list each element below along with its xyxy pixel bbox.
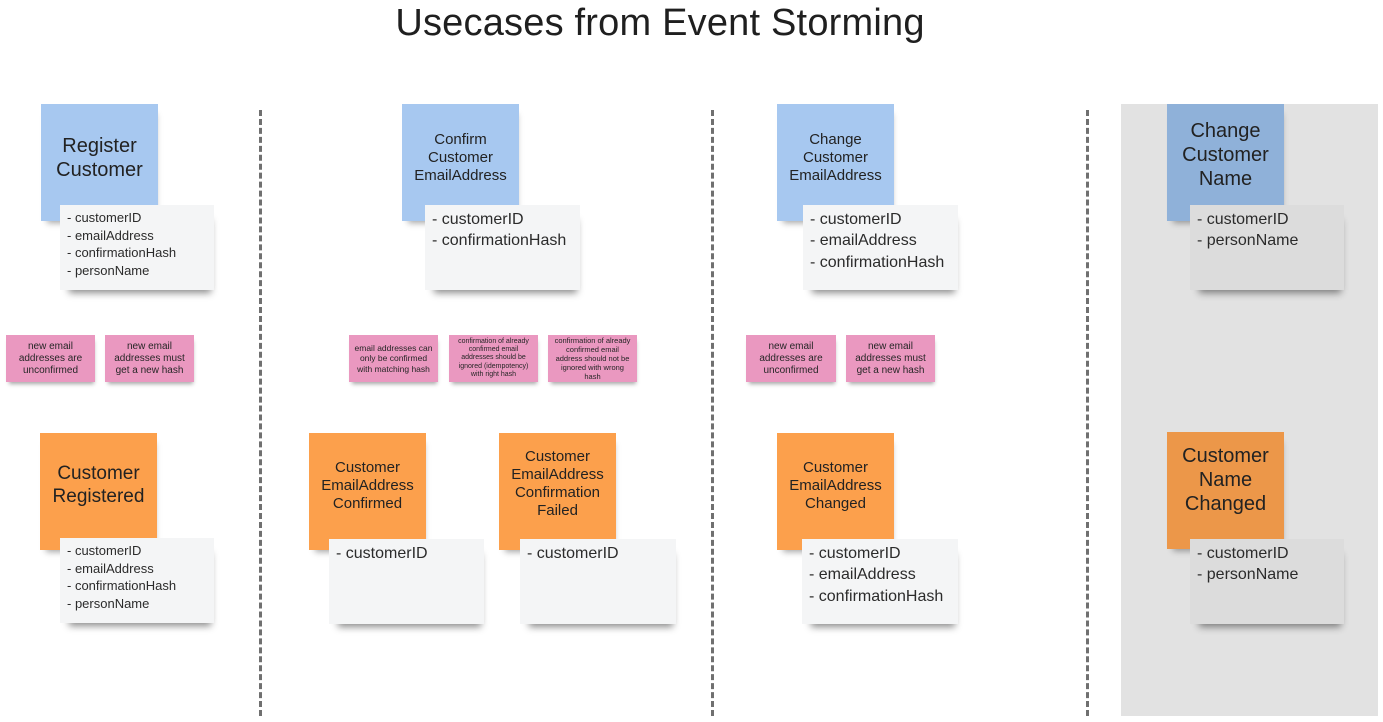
column-divider <box>259 110 262 716</box>
event-label: Customer EmailAddress Confirmed <box>321 459 414 512</box>
command-data-card-change-customer-name[interactable]: - customerID - personName <box>1190 205 1344 290</box>
command-sticky-confirm-customer-emailaddress[interactable]: Confirm Customer EmailAddress <box>402 104 519 221</box>
field-line: - personName <box>67 262 150 278</box>
field-line: - customerID <box>67 543 142 558</box>
event-sticky-customer-emailaddress-confirmation-failed[interactable]: Customer EmailAddress Confirmation Faile… <box>499 433 616 550</box>
field-line: - customerID <box>810 211 902 228</box>
policy-sticky[interactable]: confirmation of already confirmed email … <box>548 335 637 382</box>
command-data-card-change-customer-emailaddress[interactable]: - customerID - emailAddress - confirmati… <box>803 205 958 290</box>
policy-label: confirmation of already confirmed email … <box>554 336 631 381</box>
field-line: - customerID <box>809 545 901 562</box>
policy-sticky[interactable]: new email addresses are unconfirmed <box>746 335 836 382</box>
field-line: - confirmationHash <box>432 232 567 250</box>
field-line: - emailAddress <box>809 566 916 584</box>
field-line: - personName <box>1197 232 1299 250</box>
event-sticky-customer-name-changed[interactable]: Customer Name Changed <box>1167 432 1284 549</box>
event-label: Customer Name Changed <box>1182 445 1269 515</box>
field-line: - confirmationHash <box>67 245 177 261</box>
field-line: - confirmationHash <box>809 587 944 605</box>
field-line: - personName <box>1197 566 1299 584</box>
field-line: - customerID <box>432 211 524 228</box>
policy-label: new email addresses must get a new hash <box>855 340 926 376</box>
event-sticky-customer-emailaddress-confirmed[interactable]: Customer EmailAddress Confirmed <box>309 433 426 550</box>
event-sticky-customer-registered[interactable]: Customer Registered <box>40 433 157 550</box>
policy-label: email addresses can only be confirmed wi… <box>354 343 433 374</box>
policy-label: confirmation of already confirmed email … <box>458 337 529 379</box>
column-divider <box>1086 110 1089 716</box>
field-line: - emailAddress <box>67 227 154 243</box>
event-data-card-customer-emailaddress-changed[interactable]: - customerID - emailAddress - confirmati… <box>802 539 958 624</box>
event-label: Customer EmailAddress Confirmation Faile… <box>511 448 604 519</box>
command-label: Register Customer <box>56 135 143 181</box>
event-label: Customer EmailAddress Changed <box>789 459 882 512</box>
policy-sticky[interactable]: new email addresses must get a new hash <box>105 335 194 382</box>
field-line: - emailAddress <box>67 560 154 576</box>
column-divider <box>711 110 714 716</box>
field-line: - customerID <box>67 210 142 225</box>
field-line: - emailAddress <box>810 232 917 250</box>
command-data-card-register-customer[interactable]: - customerID - emailAddress - confirmati… <box>60 205 214 290</box>
command-sticky-change-customer-name[interactable]: Change Customer Name <box>1167 104 1284 221</box>
field-line: - confirmationHash <box>810 253 945 271</box>
policy-label: new email addresses are unconfirmed <box>759 340 823 376</box>
event-data-card-customer-emailaddress-confirmation-failed[interactable]: - customerID <box>520 539 676 624</box>
policy-sticky[interactable]: new email addresses must get a new hash <box>846 335 935 382</box>
policy-sticky[interactable]: new email addresses are unconfirmed <box>6 335 95 382</box>
event-data-card-customer-registered[interactable]: - customerID - emailAddress - confirmati… <box>60 538 214 623</box>
command-label: Change Customer Name <box>1182 120 1269 190</box>
board-title: Usecases from Event Storming <box>395 2 925 44</box>
field-line: - customerID <box>1197 545 1289 562</box>
field-line: - customerID <box>1197 211 1289 228</box>
command-data-card-confirm-customer-emailaddress[interactable]: - customerID - confirmationHash <box>425 205 580 290</box>
command-label: Confirm Customer EmailAddress <box>414 131 507 184</box>
field-line: - customerID <box>336 545 428 562</box>
event-sticky-customer-emailaddress-changed[interactable]: Customer EmailAddress Changed <box>777 433 894 550</box>
policy-label: new email addresses must get a new hash <box>114 340 185 376</box>
command-label: Change Customer EmailAddress <box>789 131 882 184</box>
policy-sticky[interactable]: confirmation of already confirmed email … <box>449 335 538 382</box>
field-line: - confirmationHash <box>67 578 177 594</box>
command-sticky-change-customer-emailaddress[interactable]: Change Customer EmailAddress <box>777 104 894 221</box>
policy-label: new email addresses are unconfirmed <box>18 340 83 376</box>
field-line: - personName <box>67 595 150 611</box>
event-data-card-customer-emailaddress-confirmed[interactable]: - customerID <box>329 539 484 624</box>
policy-sticky[interactable]: email addresses can only be confirmed wi… <box>349 335 438 382</box>
command-sticky-register-customer[interactable]: Register Customer <box>41 104 158 221</box>
field-line: - customerID <box>527 545 619 562</box>
event-data-card-customer-name-changed[interactable]: - customerID - personName <box>1190 539 1344 624</box>
event-label: Customer Registered <box>52 463 145 507</box>
